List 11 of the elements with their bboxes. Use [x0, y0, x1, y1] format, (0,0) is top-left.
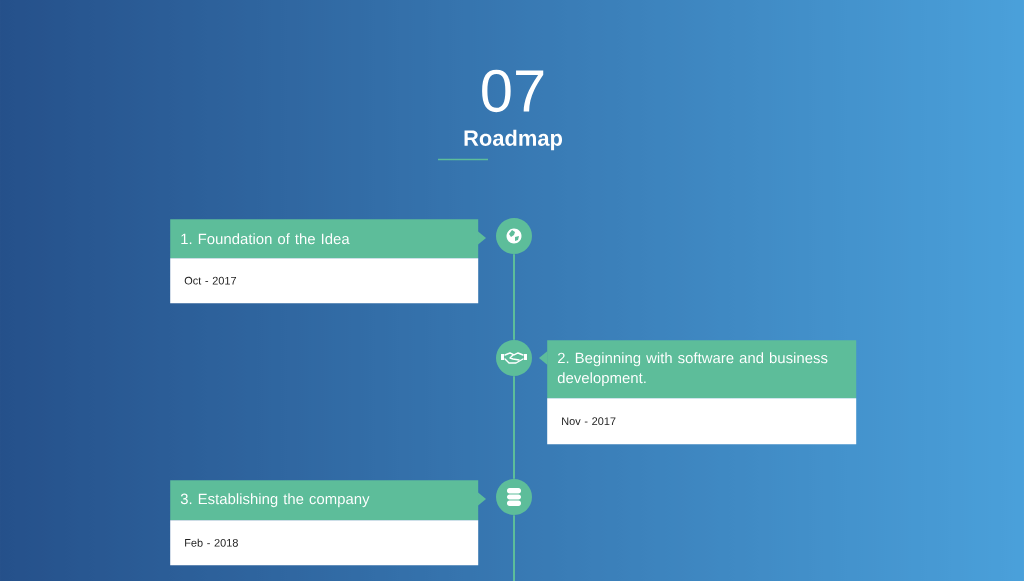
- card-body: Nov - 2017: [547, 398, 857, 445]
- card-body: Feb - 2018: [170, 520, 479, 566]
- timeline-line: [513, 514, 515, 581]
- section-number: 07: [482, 69, 544, 113]
- title: Roadmap: [464, 129, 562, 151]
- card-body: Oct - 2017: [170, 258, 479, 304]
- card-header: 3. Establishing the company: [170, 480, 486, 521]
- timeline-line: [513, 375, 515, 480]
- card-header: 2. Beginning with software and business development.: [539, 340, 857, 399]
- timeline-line: [513, 253, 515, 341]
- card-header: 1. Foundation of the Idea: [170, 219, 486, 259]
